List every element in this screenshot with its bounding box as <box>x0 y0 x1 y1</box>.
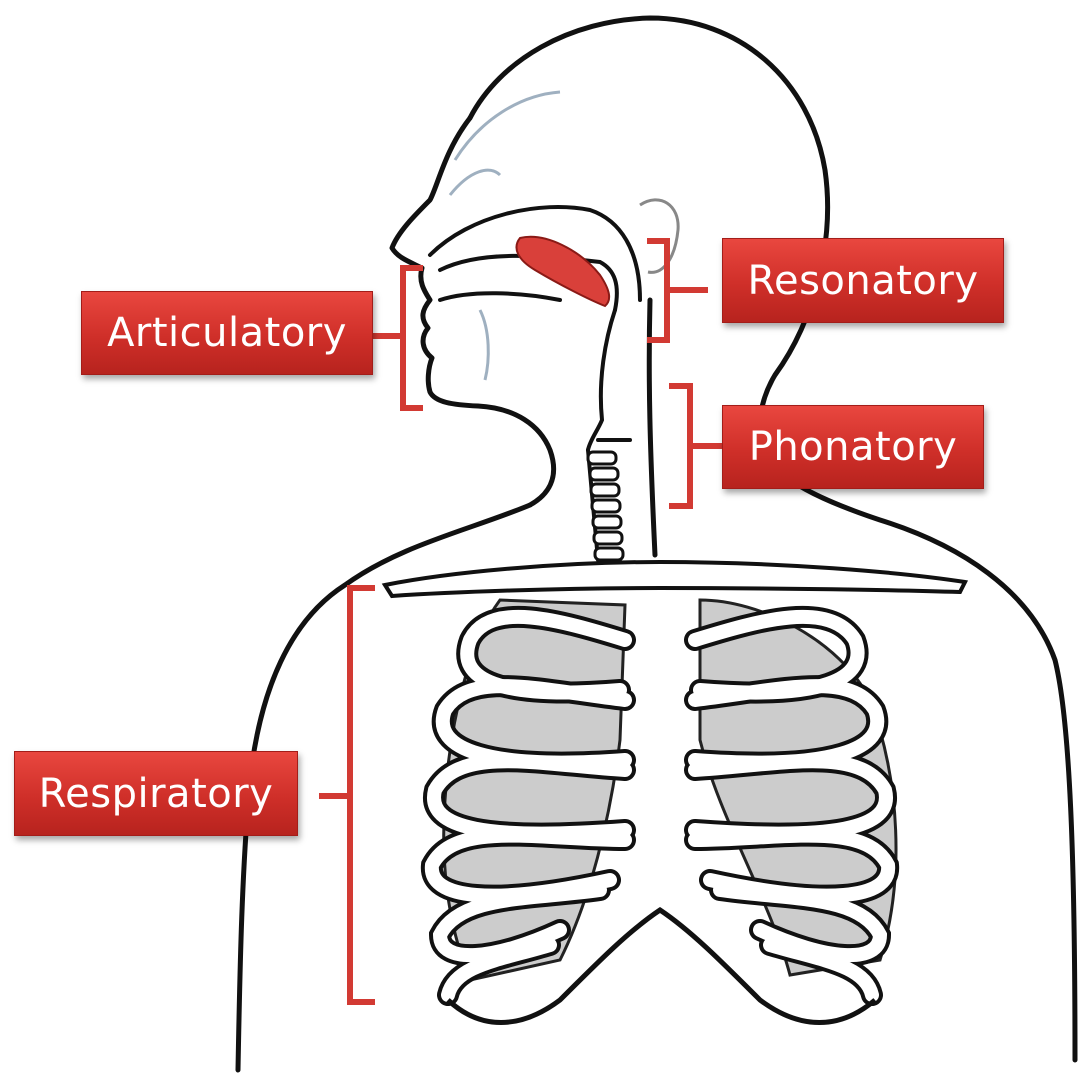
phonatory-label: Phonatory <box>722 405 984 489</box>
ear <box>640 200 678 272</box>
resonatory-label: Resonatory <box>722 238 1004 323</box>
articulatory-label: Articulatory <box>81 291 373 375</box>
articulatory-bracket <box>375 268 420 408</box>
phonatory-bracket <box>672 386 722 506</box>
respiratory-label: Respiratory <box>14 751 298 836</box>
clavicle <box>385 562 965 596</box>
respiratory-bracket <box>322 588 372 1002</box>
skull-lines <box>450 92 560 380</box>
resonatory-bracket <box>650 241 705 340</box>
trachea <box>588 452 623 560</box>
